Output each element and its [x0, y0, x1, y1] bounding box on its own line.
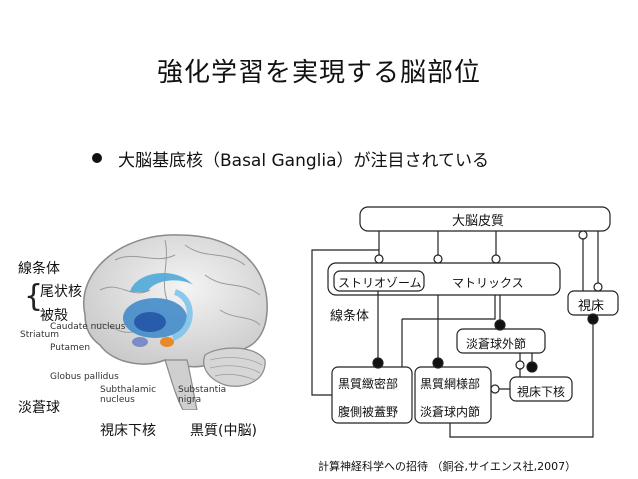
- snr-gpi-box: [414, 366, 492, 424]
- label-globus-pallidus: 淡蒼球: [18, 400, 60, 416]
- caudate-shape: [130, 273, 193, 292]
- stn-label: 視床下核: [517, 385, 566, 399]
- striatum-label: 線条体: [330, 309, 370, 324]
- striosome-label: ストリオゾーム: [338, 276, 422, 290]
- brace-icon: {: [24, 279, 44, 314]
- globus-pallidus-shape: [134, 312, 166, 332]
- label-striatum-en: Striatum: [20, 330, 59, 340]
- label-putamen: 被殻: [40, 308, 68, 324]
- label-caudate-en: Caudate nucleus: [50, 322, 126, 332]
- label-striatum: 線条体: [18, 261, 60, 277]
- label-caudate: 尾状核: [40, 284, 82, 300]
- snr-label: 黒質網様部: [420, 377, 481, 391]
- snc-label: 黒質緻密部: [338, 377, 399, 391]
- label-substantia-nigra-en: Substantia nigra: [178, 385, 227, 405]
- subthalamic-shape: [132, 337, 148, 347]
- cortex-box: [359, 206, 611, 232]
- striosome-box: [333, 270, 425, 292]
- label-subthalamic-en: Subthalamic nucleus: [100, 385, 157, 405]
- brainstem-shape: [164, 359, 198, 410]
- bullet-text: 大脳基底核（Basal Ganglia）が注目されている: [118, 151, 489, 171]
- label-globus-pallidus-en: Globus pallidus: [50, 372, 119, 382]
- connection-lines: [311, 231, 599, 438]
- thalamus-label: 視床: [578, 299, 605, 314]
- cerebellum-shape: [203, 347, 266, 387]
- basal-ganglia-circuit-diagram: [311, 206, 619, 438]
- label-putamen-en: Putamen: [50, 343, 91, 353]
- cerebrum-shape: [82, 234, 268, 368]
- bullet-point-icon: [92, 153, 102, 163]
- slide-title: 強化学習を実現する脳部位: [156, 58, 481, 88]
- cortex-label: 大脳皮質: [452, 214, 505, 229]
- label-subthalamic: 視床下核: [100, 423, 156, 439]
- vta-label: 腹側被蓋野: [338, 405, 399, 419]
- synapse-markers: [372, 230, 603, 394]
- substantia-nigra-shape: [160, 337, 174, 347]
- label-substantia-nigra: 黒質(中脳): [190, 423, 257, 439]
- gpi-label: 淡蒼球内節: [420, 405, 481, 419]
- brain-illustration: [82, 234, 268, 410]
- matrix-label: マトリックス: [452, 276, 524, 290]
- citation-text: 計算神経科学への招待 （銅谷,サイエンス社,2007）: [318, 460, 577, 473]
- gpe-label: 淡蒼球外節: [466, 337, 527, 351]
